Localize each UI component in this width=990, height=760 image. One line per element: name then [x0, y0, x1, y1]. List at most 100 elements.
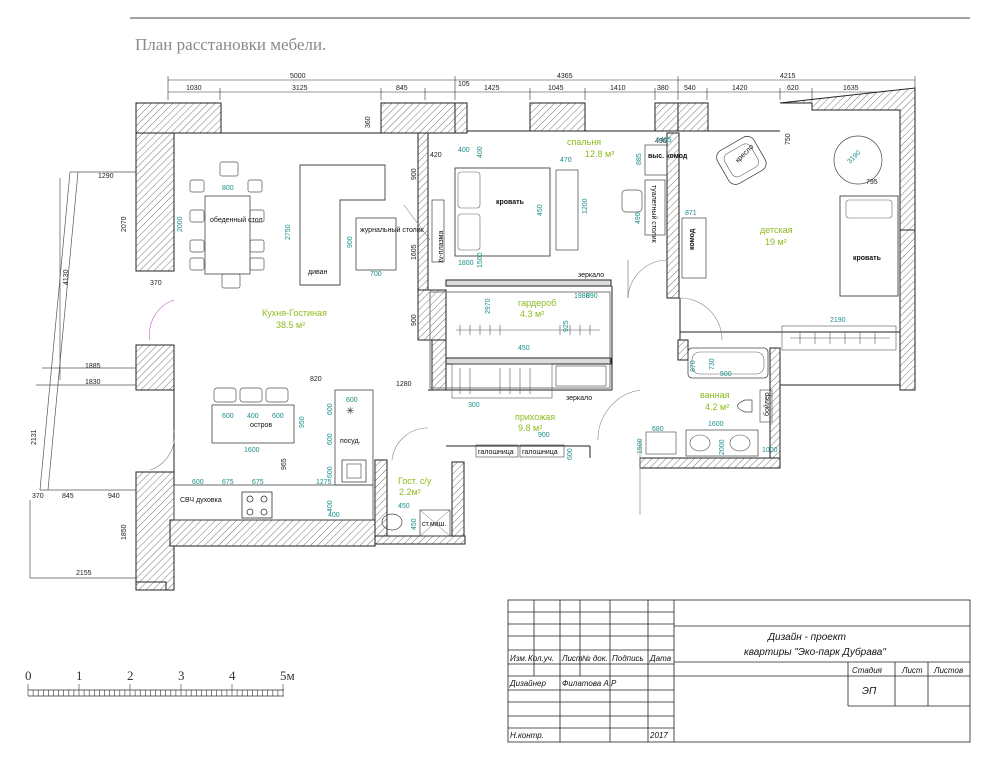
dining-table — [204, 195, 251, 275]
high-dresser-label: выс. комод — [648, 153, 688, 160]
tv-plasma — [431, 199, 445, 263]
dim-left: 940 — [108, 493, 120, 500]
dim-top-seg: 1045 — [548, 85, 564, 92]
tdim: 2190 — [830, 317, 846, 324]
high-dresser — [644, 144, 668, 176]
tdim: 2970 — [485, 298, 492, 314]
kids-pillow — [845, 199, 893, 219]
dim-misc: 750 — [785, 133, 792, 145]
dim-misc: 360 — [365, 116, 372, 128]
entrance-door — [597, 389, 641, 441]
room-kitchen-area: 38.5 м² — [276, 320, 305, 330]
shoe-1-label: галошница — [478, 449, 514, 456]
balcony — [29, 171, 136, 579]
tdim: 2000 — [177, 216, 184, 232]
sink — [341, 459, 367, 483]
dishwasher-label: посуд. — [340, 438, 361, 445]
tdim: 400 — [247, 413, 259, 420]
tdim: 730 — [709, 358, 716, 370]
room-kids-area: 19 м² — [765, 237, 787, 247]
wc-toilet — [381, 513, 403, 531]
dim-misc: 1605 — [411, 244, 418, 260]
dim-misc: 1280 — [396, 381, 412, 388]
scale-bar — [28, 689, 284, 697]
bath-toilet — [737, 399, 753, 413]
desk — [644, 179, 666, 236]
room-wardrobe-name: гардероб — [518, 298, 556, 308]
stamp-stage-label: Стадия — [852, 666, 883, 675]
tdim: 450 — [411, 518, 418, 530]
coffee-table — [355, 217, 397, 271]
scale-ticks — [27, 684, 284, 696]
washer-label: ст.маш. — [422, 521, 446, 528]
tdim: 600 — [192, 479, 204, 486]
tdim: 900 — [347, 236, 354, 248]
stamp-block — [507, 599, 971, 743]
kids-dresser — [681, 217, 707, 279]
kids-wardrobe — [781, 325, 897, 351]
dim-misc: 900 — [411, 168, 418, 180]
dresser-label: комод — [689, 228, 696, 250]
bed-main-label: кровать — [496, 199, 525, 206]
dim-misc: 965 — [281, 458, 288, 470]
stamp-role-control: Н.контр. — [510, 731, 544, 740]
tdim: 450 — [537, 204, 544, 216]
dim-misc: 795 — [866, 179, 878, 186]
bed-kids-label: кровать — [853, 255, 882, 262]
island — [211, 404, 295, 444]
tdim: 400 — [477, 146, 484, 158]
armchair — [716, 135, 767, 185]
tdim: 885 — [636, 153, 643, 165]
stamp-sheets-label: Листов — [933, 666, 963, 675]
stamp-col-header: Изм. — [510, 654, 527, 663]
tdim: 1200 — [582, 198, 589, 214]
boiler — [759, 389, 773, 423]
tdim: 2750 — [285, 224, 292, 240]
stamp-col-header: Подпись — [612, 654, 644, 663]
vanity-sink-1 — [689, 434, 711, 452]
sofa — [299, 164, 386, 286]
boiler-label: бойлер — [763, 392, 771, 416]
cooktop-icon — [241, 491, 273, 519]
tdim: 600 — [346, 397, 358, 404]
stamp-project-line1: Дизайн - проект — [767, 632, 846, 643]
hall-door — [403, 204, 431, 241]
stamp-col-header: № док. — [582, 654, 608, 663]
tdim: 600 — [272, 413, 284, 420]
room-kitchen-name: Кухня-Гостиная — [262, 308, 327, 318]
sparkle-icon: ✳ — [346, 406, 354, 417]
bathtub-inner — [691, 351, 765, 375]
room-bath-area: 4.2 м² — [705, 402, 729, 412]
dim-top-seg: 620 — [787, 85, 799, 92]
dim-left: 1850 — [121, 524, 128, 540]
tdim: 1405 — [656, 137, 672, 144]
room-hall-area: 9.8 м² — [518, 423, 542, 433]
round-table — [833, 135, 883, 185]
tdim: 675 — [222, 479, 234, 486]
tdim: 800 — [222, 185, 234, 192]
tdim: 600 — [327, 403, 334, 415]
tdim: 870 — [690, 360, 697, 372]
stamp-year: 2017 — [649, 731, 668, 740]
top-dimensions — [167, 76, 916, 100]
pillow — [457, 171, 481, 209]
stamp-role-designer: Дизайнер — [509, 679, 546, 688]
tdim: 871 — [685, 210, 697, 217]
tdim: 1275 — [316, 479, 332, 486]
scale-label: 1 — [76, 668, 83, 683]
tdim: 500 — [720, 371, 732, 378]
shoe-cabinet-1 — [475, 444, 519, 458]
dim-top-total-2: 4365 — [557, 73, 573, 80]
tdim: 1980 — [574, 293, 590, 300]
bedroom-door — [627, 259, 668, 299]
tdim: 925 — [563, 320, 570, 332]
dim-top-seg: 1030 — [186, 85, 202, 92]
dim-left: 2131 — [31, 429, 38, 445]
dim-top-total-3: 4215 — [780, 73, 796, 80]
island-stools — [213, 387, 289, 403]
room-guest-wc-name: Гост. с/у — [398, 476, 432, 486]
microwave-label: СВЧ духовка — [180, 497, 222, 504]
scale-label: 0 — [25, 668, 32, 683]
dim-top-seg: 105 — [458, 81, 470, 88]
armchair-label: кресло — [734, 144, 755, 165]
